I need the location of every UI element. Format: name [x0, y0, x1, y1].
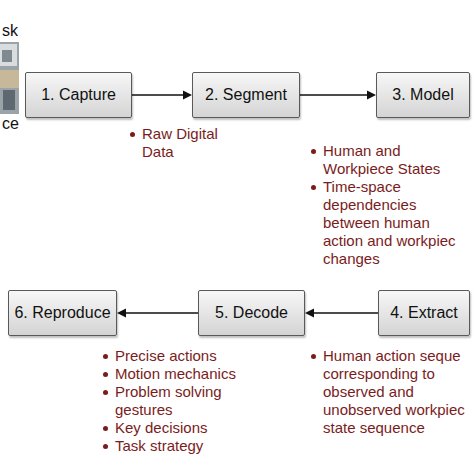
arrow-head: [367, 91, 376, 100]
bullet-text: Human and Workpiece States: [323, 142, 463, 178]
arrow-line: [132, 94, 184, 95]
bullet-text: Raw Digital Data: [142, 125, 237, 161]
photo-monitor: [2, 50, 12, 62]
photo-wall: [0, 44, 17, 66]
bullet-dot: [103, 444, 108, 449]
bullet-text: Motion mechanics: [115, 365, 250, 383]
flow-arrow: [132, 91, 192, 100]
process-box: 5. Decode: [198, 290, 305, 336]
process-box: 2. Segment: [192, 72, 300, 118]
flow-arrow: [117, 309, 198, 318]
arrow-line: [313, 312, 378, 313]
arrow-line: [125, 312, 198, 313]
arrow-head: [305, 309, 314, 318]
arrow-head: [117, 309, 126, 318]
step-label: 4. Extract: [390, 304, 458, 322]
process-box: 4. Extract: [378, 290, 470, 336]
photo-table: [0, 70, 19, 88]
process-box: 3. Model: [376, 72, 470, 118]
photo-ground: [0, 42, 19, 114]
arrow-head: [183, 91, 192, 100]
step-label: 3. Model: [392, 86, 453, 104]
bullet-dot: [311, 185, 316, 190]
step-label: 2. Segment: [205, 86, 287, 104]
bullet-dot: [311, 354, 316, 359]
flow-arrow: [305, 309, 378, 318]
bullet-dot: [130, 132, 135, 137]
bullet-dot: [103, 426, 108, 431]
bullet-text: Time-space dependencies between human ac…: [323, 178, 463, 268]
step-label: 1. Capture: [41, 86, 116, 104]
flow-arrow: [300, 91, 376, 100]
bullet-dot: [103, 354, 108, 359]
bullet-dot: [311, 149, 316, 154]
process-box: 6. Reproduce: [8, 290, 117, 336]
bullet-text: Problem solving gestures: [115, 383, 250, 419]
arrow-line: [300, 94, 368, 95]
bullet-dot: [103, 390, 108, 395]
bullet-text: Task strategy: [115, 437, 250, 455]
workspace-photo: [0, 42, 19, 114]
process-box: 1. Capture: [25, 72, 132, 118]
bullet-text: Human action seque corresponding to obse…: [323, 347, 468, 437]
photo-figure: [3, 90, 15, 110]
step-label: 5. Decode: [215, 304, 288, 322]
bullet-text: Precise actions: [115, 347, 250, 365]
step-label: 6. Reproduce: [14, 304, 110, 322]
cropped-text: ce: [2, 115, 19, 133]
cropped-text: sk: [2, 22, 18, 40]
bullet-dot: [103, 372, 108, 377]
bullet-text: Key decisions: [115, 419, 250, 437]
